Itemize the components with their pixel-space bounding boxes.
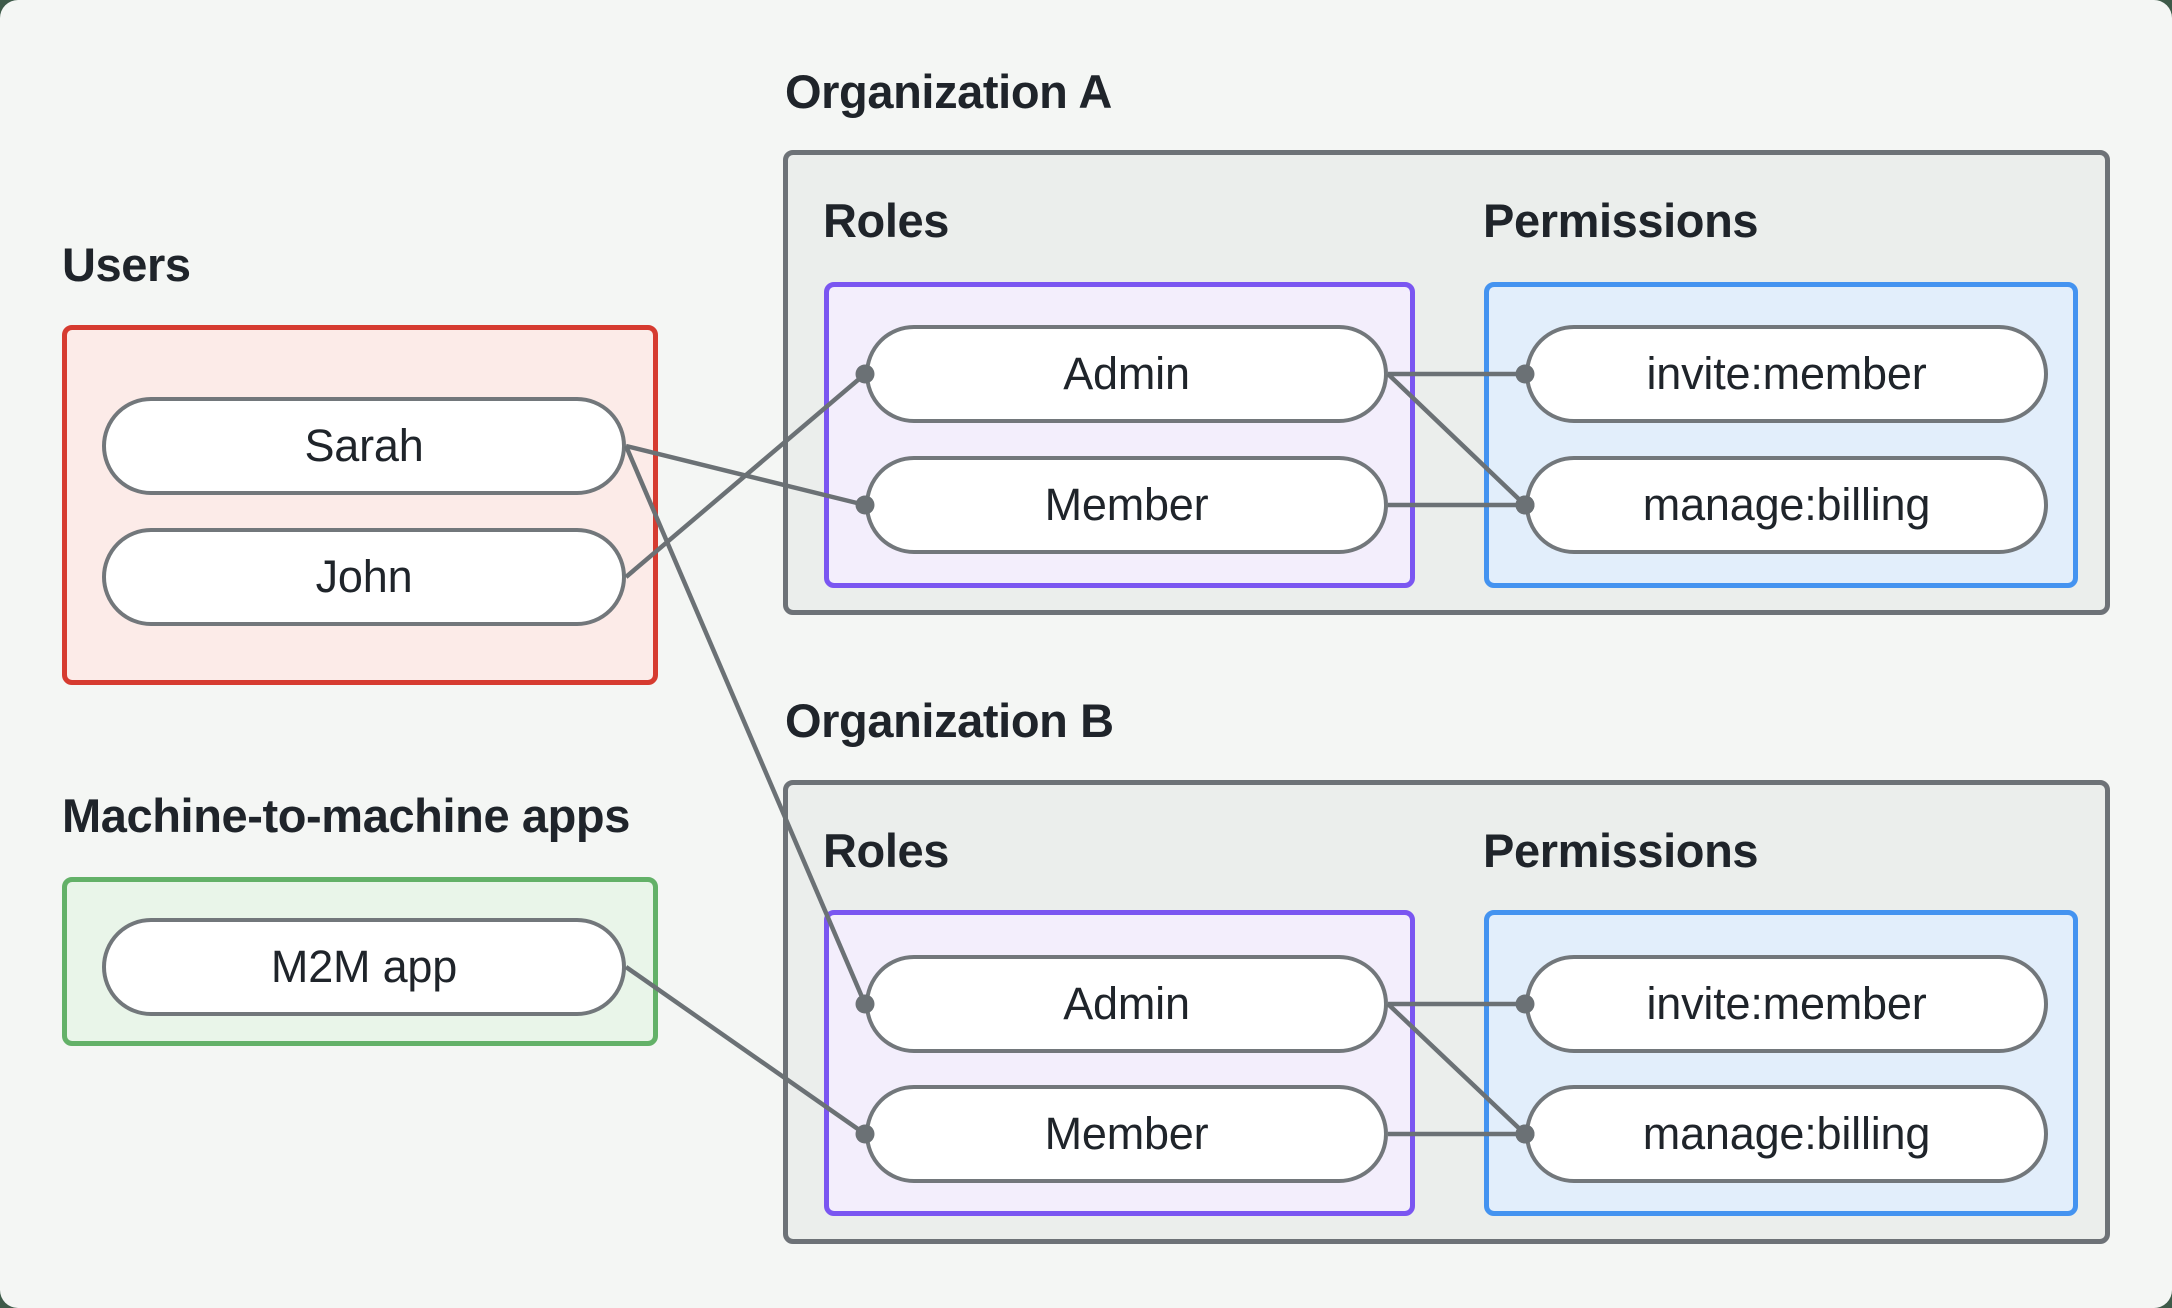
org-b-admin-pill: Admin (865, 955, 1388, 1053)
org-a-admin-pill: Admin (865, 325, 1388, 423)
org-a-roles-label: Roles (823, 194, 949, 247)
user-pill-sarah: Sarah (102, 397, 626, 495)
org-b-box: Roles Admin Member Permissions invite:me… (783, 780, 2110, 1244)
m2m-section-label: Machine-to-machine apps (62, 789, 630, 842)
org-a-manage-billing-pill: manage:billing (1525, 456, 2048, 554)
org-a-permissions-label: Permissions (1483, 194, 1759, 247)
org-b-member-pill: Member (865, 1085, 1388, 1183)
users-section-label: Users (62, 238, 191, 291)
m2m-group-box: M2M app (62, 877, 658, 1046)
org-b-title: Organization B (785, 694, 1114, 747)
org-a-roles-box: Admin Member (824, 282, 1415, 588)
users-group-box: Sarah John (62, 325, 658, 685)
org-a-box: Roles Admin Member Permissions invite:me… (783, 150, 2110, 615)
org-a-permissions-box: invite:member manage:billing (1484, 282, 2078, 588)
org-b-roles-box: Admin Member (824, 910, 1415, 1216)
org-b-invite-member-pill: invite:member (1525, 955, 2048, 1053)
org-a-member-pill: Member (865, 456, 1388, 554)
org-b-permissions-box: invite:member manage:billing (1484, 910, 2078, 1216)
org-b-roles-label: Roles (823, 824, 949, 877)
org-b-permissions-label: Permissions (1483, 824, 1759, 877)
org-b-manage-billing-pill: manage:billing (1525, 1085, 2048, 1183)
org-a-title: Organization A (785, 65, 1112, 118)
m2m-app-pill: M2M app (102, 918, 626, 1016)
org-a-invite-member-pill: invite:member (1525, 325, 2048, 423)
user-pill-john: John (102, 528, 626, 626)
